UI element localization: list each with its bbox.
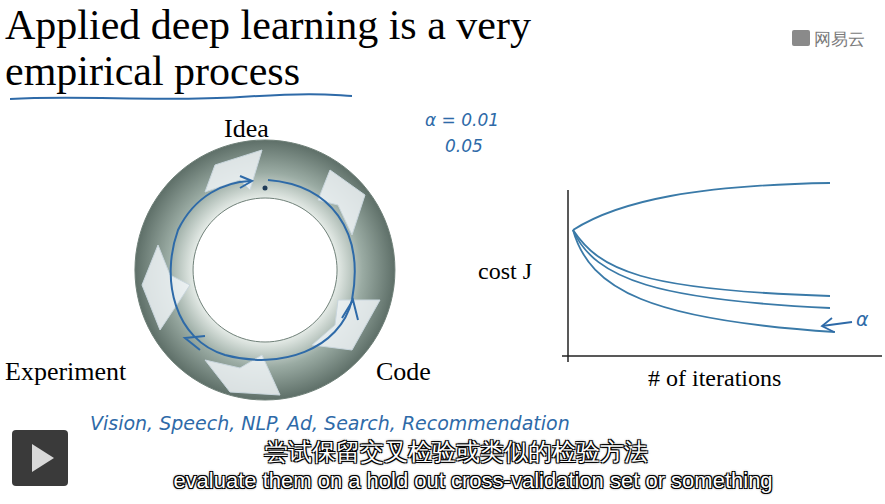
underline-stroke	[10, 94, 352, 99]
watermark-icon	[792, 30, 810, 46]
ring-arrows	[142, 150, 380, 395]
subtitle-zh: 尝试保留交叉检验或类似的检验方法	[264, 436, 648, 468]
handwritten-note: α	[856, 308, 869, 330]
slide-title: Applied deep learning is a very empirica…	[5, 2, 645, 94]
handwritten-note: 0.05	[445, 136, 483, 156]
cycle-dot	[263, 186, 268, 191]
handwritten-cycle	[171, 176, 358, 360]
cycle-label: Experiment	[5, 357, 126, 387]
cycle-label: Idea	[224, 114, 269, 144]
handwritten-note: Vision, Speech, NLP, Ad, Search, Recomme…	[90, 412, 570, 434]
play-triangle	[32, 444, 54, 472]
handwritten-note: α = 0.01	[425, 110, 499, 130]
play-button	[12, 430, 68, 486]
cycle-ring	[135, 140, 395, 400]
alpha-arrow	[822, 318, 852, 332]
axis-label: cost J	[478, 258, 532, 285]
subtitle-en: evaluate them on a hold out cross-valida…	[173, 468, 772, 494]
cycle-label: Code	[376, 357, 431, 387]
chart-axes	[562, 190, 882, 362]
axis-label: # of iterations	[648, 365, 781, 392]
cost-curves	[573, 183, 835, 332]
watermark: 网易云	[814, 28, 865, 51]
